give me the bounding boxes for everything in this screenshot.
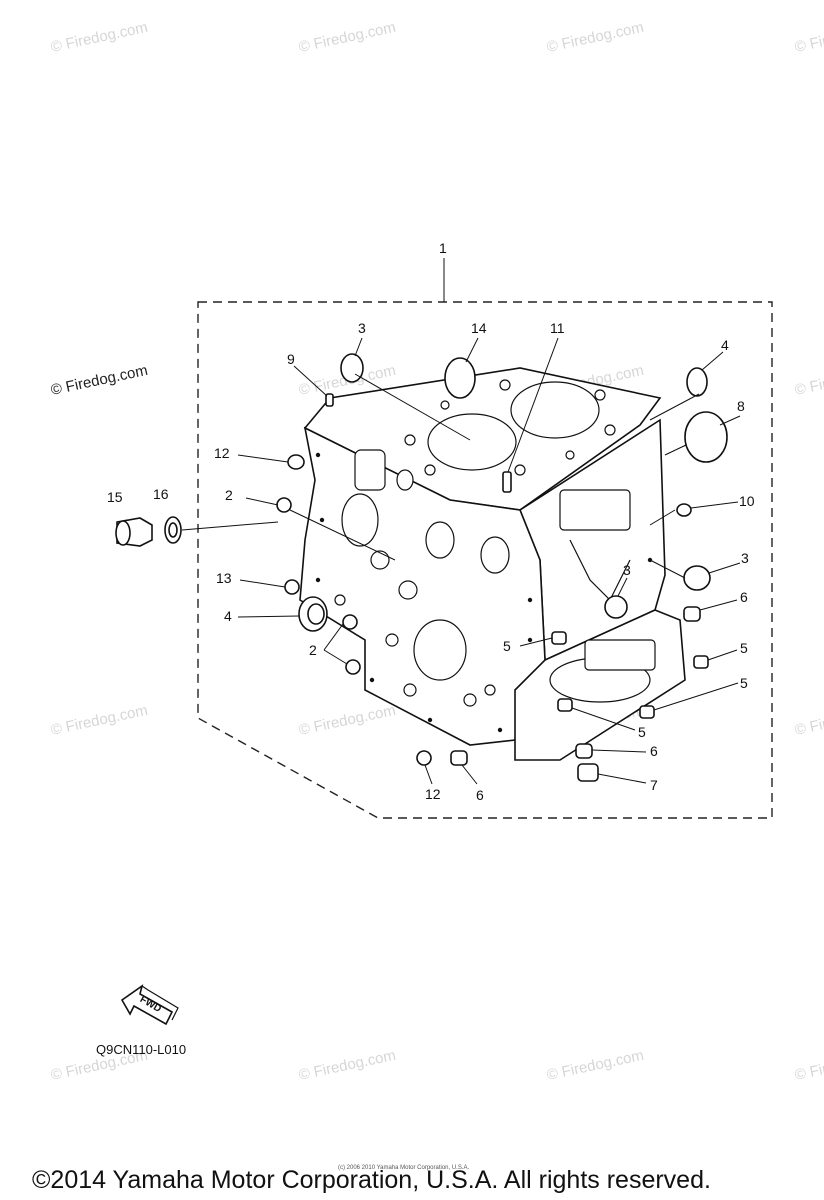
callout-8: 8 (737, 398, 745, 414)
watermark: © Firedog.com (49, 362, 149, 399)
assembly-boundary (197, 301, 773, 819)
watermark: © Firedog.com (545, 19, 645, 56)
watermark: © Firedog.com (297, 702, 397, 739)
watermark: © Firedog.com (49, 19, 149, 56)
callout-12: 12 (214, 445, 230, 461)
callout-5: 5 (740, 675, 748, 691)
callout-3: 3 (741, 550, 749, 566)
small-parts (115, 353, 728, 782)
callout-10: 10 (739, 493, 755, 509)
callout-2: 2 (309, 642, 317, 658)
callout-1: 1 (439, 240, 447, 256)
watermark: © Firedog.com (49, 702, 149, 739)
watermark: © Firedog.com (793, 362, 824, 399)
callout-5: 5 (503, 638, 511, 654)
callout-3: 3 (358, 320, 366, 336)
callout-14: 14 (471, 320, 487, 336)
copyright-notice: ©2014 Yamaha Motor Corporation, U.S.A. A… (32, 1166, 711, 1194)
watermark: © Firedog.com (793, 702, 824, 739)
small-print: (c) 2006 2010 Yamaha Motor Corporation, … (338, 1165, 470, 1171)
callout-5: 5 (740, 640, 748, 656)
leader-lines (181, 337, 741, 785)
callout-2: 2 (225, 487, 233, 503)
callout-6: 6 (476, 787, 484, 803)
callout-3: 3 (623, 562, 631, 578)
callout-11: 11 (550, 320, 565, 336)
watermark: © Firedog.com (297, 19, 397, 56)
cylinder-block (299, 367, 686, 761)
callout-4: 4 (721, 337, 729, 353)
callout-16: 16 (153, 486, 169, 502)
callout-7: 7 (650, 777, 658, 793)
diagram-code: Q9CN110-L010 (96, 1042, 186, 1057)
callouts: 1 3 14 11 4 9 8 12 15 16 2 10 3 13 3 6 4… (107, 240, 755, 803)
callout-4: 4 (224, 608, 232, 624)
watermark: © Firedog.com (793, 1047, 824, 1084)
watermark: © Firedog.com (297, 1047, 397, 1084)
callout-13: 13 (216, 570, 232, 586)
callout-6: 6 (650, 743, 658, 759)
callout-12: 12 (425, 786, 441, 802)
callout-15: 15 (107, 489, 123, 505)
fwd-arrow: FWD (120, 984, 179, 1026)
callout-6: 6 (740, 589, 748, 605)
watermark: © Firedog.com (793, 19, 824, 56)
callout-5: 5 (638, 724, 646, 740)
watermark: © Firedog.com (545, 1047, 645, 1084)
callout-9: 9 (287, 351, 295, 367)
